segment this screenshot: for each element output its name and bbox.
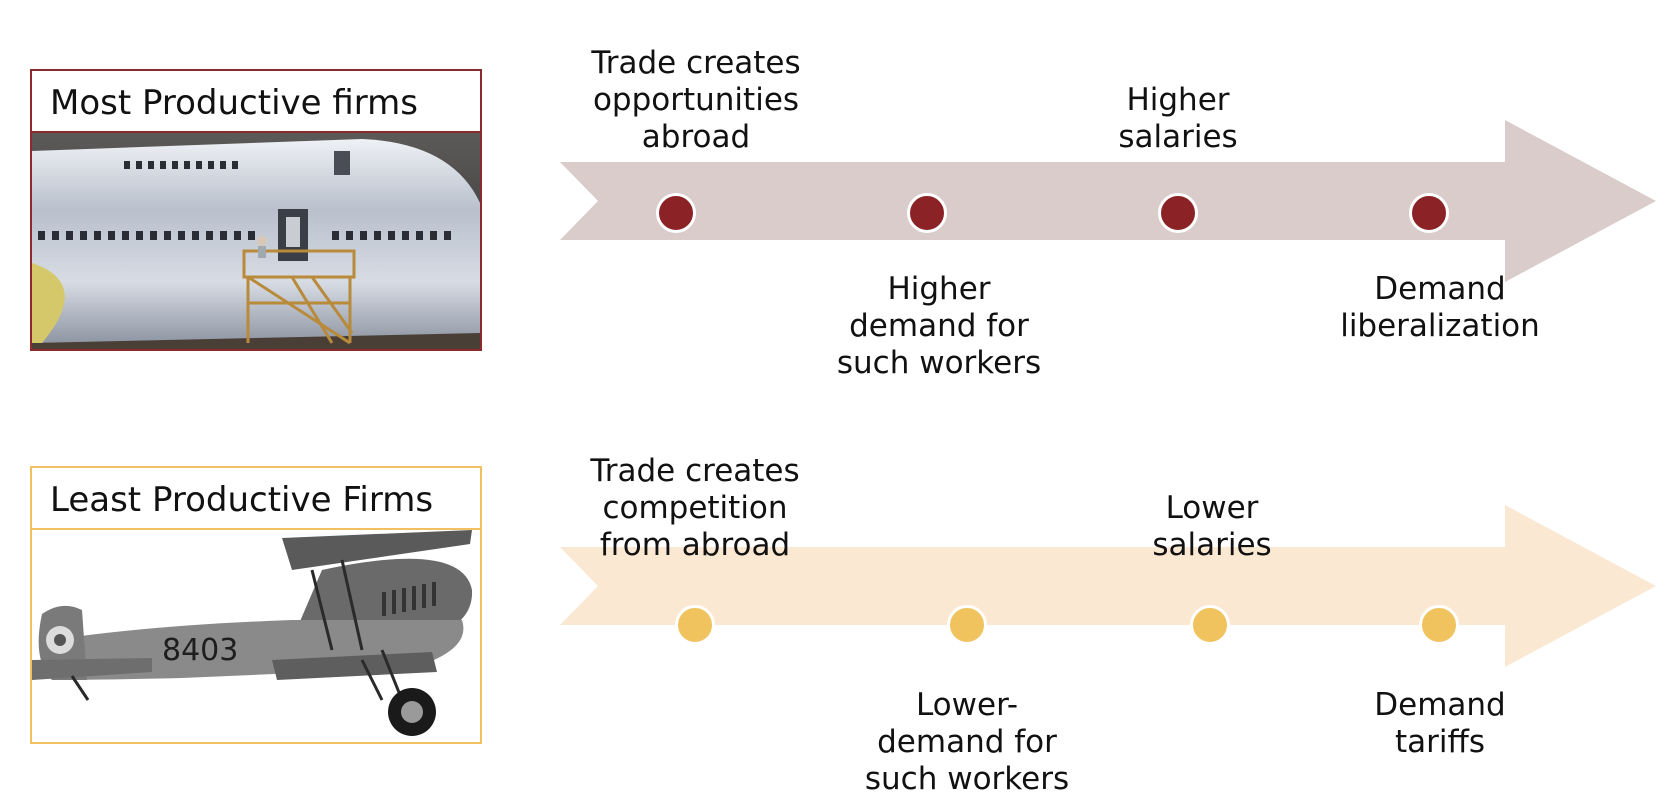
bottom-step-1-label: Trade creates competition from abroad bbox=[590, 453, 800, 563]
top-arrow-shape bbox=[560, 120, 1656, 282]
bottom-process-arrow bbox=[560, 505, 1656, 667]
least-productive-title: Least Productive Firms bbox=[30, 466, 482, 530]
top-process-arrow bbox=[560, 120, 1656, 282]
bottom-step-1-dot bbox=[675, 605, 715, 645]
top-step-2-label: Higher demand for such workers bbox=[836, 271, 1042, 381]
top-step-4-dot bbox=[1409, 193, 1449, 233]
top-step-4-label: Demand liberalization bbox=[1340, 271, 1540, 344]
biplane-marking: 8403 bbox=[162, 633, 238, 668]
least-productive-box: Least Productive Firms 8403 bbox=[30, 466, 482, 744]
bottom-arrow-shape bbox=[560, 505, 1656, 667]
top-step-2-dot bbox=[907, 193, 947, 233]
bottom-step-2-label: Lower- demand for such workers bbox=[864, 687, 1070, 797]
most-productive-box: Most Productive firms bbox=[30, 69, 482, 351]
top-step-3-dot bbox=[1158, 193, 1198, 233]
bottom-step-4-dot bbox=[1419, 605, 1459, 645]
most-productive-title: Most Productive firms bbox=[30, 69, 482, 133]
top-step-3-label: Higher salaries bbox=[1118, 82, 1238, 155]
bottom-step-4-label: Demand tariffs bbox=[1374, 687, 1506, 760]
biplane-photo: 8403 bbox=[30, 528, 482, 744]
bottom-step-2-dot bbox=[947, 605, 987, 645]
top-step-1-label: Trade creates opportunities abroad bbox=[591, 45, 801, 155]
jet-airliner-photo bbox=[30, 131, 482, 351]
bottom-step-3-dot bbox=[1190, 605, 1230, 645]
bottom-step-3-label: Lower salaries bbox=[1152, 490, 1272, 563]
top-step-1-dot bbox=[656, 193, 696, 233]
